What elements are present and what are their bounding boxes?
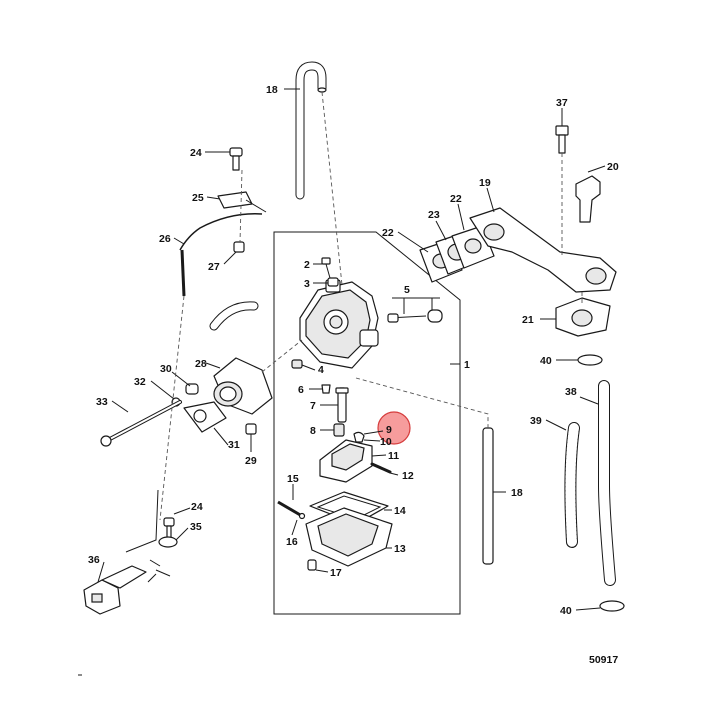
screw-24-bottom	[163, 517, 175, 539]
washer-16	[298, 512, 306, 520]
hose-clamp-40-bottom	[599, 600, 625, 612]
callout-31: 31	[228, 439, 240, 451]
screw-2	[321, 257, 331, 279]
hose-clamp-40-top	[577, 354, 603, 366]
callout-22-left: 22	[382, 227, 394, 239]
corrugated-hose-39	[564, 422, 580, 548]
callout-12: 12	[402, 470, 414, 482]
jet-4	[291, 359, 303, 369]
callout-40-top: 40	[540, 355, 552, 367]
callout-36: 36	[88, 554, 100, 566]
callout-14: 14	[394, 505, 406, 517]
callout-20: 20	[607, 161, 619, 173]
callout-32: 32	[134, 376, 146, 388]
callout-6: 6	[298, 384, 304, 396]
fuel-hose-top	[295, 61, 327, 200]
figure-number: 50917	[589, 654, 618, 666]
callout-37: 37	[556, 97, 568, 109]
callout-22-right: 22	[450, 193, 462, 205]
callout-15: 15	[287, 473, 299, 485]
callout-24-top: 24	[190, 147, 202, 159]
float-bowl-13	[305, 507, 393, 567]
mixture-screw-5	[387, 309, 443, 323]
callout-27: 27	[208, 261, 220, 273]
callout-21: 21	[522, 314, 534, 326]
callout-18-top: 18	[266, 84, 278, 96]
bolt-37	[555, 125, 569, 154]
screw-17	[307, 559, 317, 571]
throttle-lever-31	[183, 401, 227, 433]
lever-35	[125, 489, 178, 553]
callout-10: 10	[380, 436, 392, 448]
callout-9: 9	[386, 424, 392, 436]
nut-29	[245, 423, 257, 435]
screw-24-top	[229, 147, 243, 171]
float-pin-12	[370, 462, 392, 474]
callout-30: 30	[160, 363, 172, 375]
callout-labels: 1 2 3 4 5 6 7 8 9 10 11 12 13 14 15 16 1…	[88, 84, 619, 617]
callout-28: 28	[195, 358, 207, 370]
throttle-cable-26	[179, 213, 263, 297]
highlight-marker	[377, 411, 411, 445]
callout-18-right: 18	[511, 487, 523, 499]
float-11	[319, 439, 373, 483]
bushing-30	[185, 383, 199, 395]
intake-manifold-19	[469, 207, 617, 293]
fitting-20	[575, 175, 601, 223]
float-needle-9	[353, 431, 365, 443]
manifold-gasket-21	[555, 297, 611, 337]
screw-3	[327, 277, 339, 287]
callout-7: 7	[310, 400, 316, 412]
callout-16: 16	[286, 536, 298, 548]
callout-24-bottom: 24	[191, 501, 203, 513]
callout-3: 3	[304, 278, 310, 290]
callout-38: 38	[565, 386, 577, 398]
nut-27	[233, 241, 245, 253]
callout-26: 26	[159, 233, 171, 245]
callout-23: 23	[428, 209, 440, 221]
callout-17: 17	[330, 567, 342, 579]
sight-tube-18	[482, 427, 494, 565]
callout-1: 1	[464, 359, 470, 371]
callout-40-bottom: 40	[560, 605, 572, 617]
callout-19: 19	[479, 177, 491, 189]
callout-35: 35	[190, 521, 202, 533]
callout-11: 11	[388, 450, 399, 462]
callout-25: 25	[192, 192, 204, 204]
callout-29: 29	[245, 455, 257, 467]
carburetor-body	[299, 279, 379, 369]
callout-39: 39	[530, 415, 542, 427]
callout-33: 33	[96, 396, 108, 408]
assembly-frame	[273, 231, 461, 615]
callout-2: 2	[304, 259, 310, 271]
cable-clamp-25	[217, 191, 267, 213]
choke-knob-36	[83, 559, 171, 615]
long-bolt-33	[100, 400, 182, 447]
throttle-body-28	[213, 357, 273, 415]
jet-8	[333, 423, 345, 437]
callout-5: 5	[404, 284, 410, 296]
callout-8: 8	[310, 425, 316, 437]
callout-13: 13	[394, 543, 406, 555]
tube-segment	[209, 301, 259, 331]
jet-6	[321, 384, 331, 394]
callout-4: 4	[318, 364, 324, 376]
drain-screw-15	[277, 500, 303, 518]
fuel-hose-38	[598, 380, 616, 586]
